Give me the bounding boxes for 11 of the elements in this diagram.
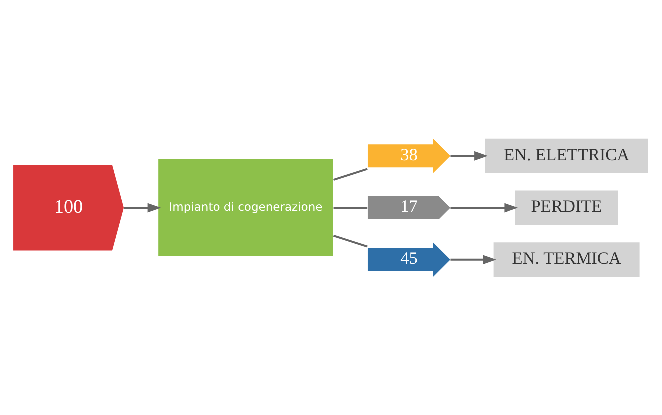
arrow xyxy=(124,202,162,212)
arrow xyxy=(450,202,518,212)
connector xyxy=(334,206,368,208)
node-box: Impianto di cogenerazione xyxy=(158,159,334,256)
node-box: EN. TERMICA xyxy=(494,242,640,277)
arrow xyxy=(450,254,497,264)
arrow xyxy=(450,150,488,160)
connector xyxy=(333,168,368,180)
connector xyxy=(333,234,368,248)
node-box: PERDITE xyxy=(515,190,618,225)
node-box: EN. ELETTRICA xyxy=(485,138,648,173)
